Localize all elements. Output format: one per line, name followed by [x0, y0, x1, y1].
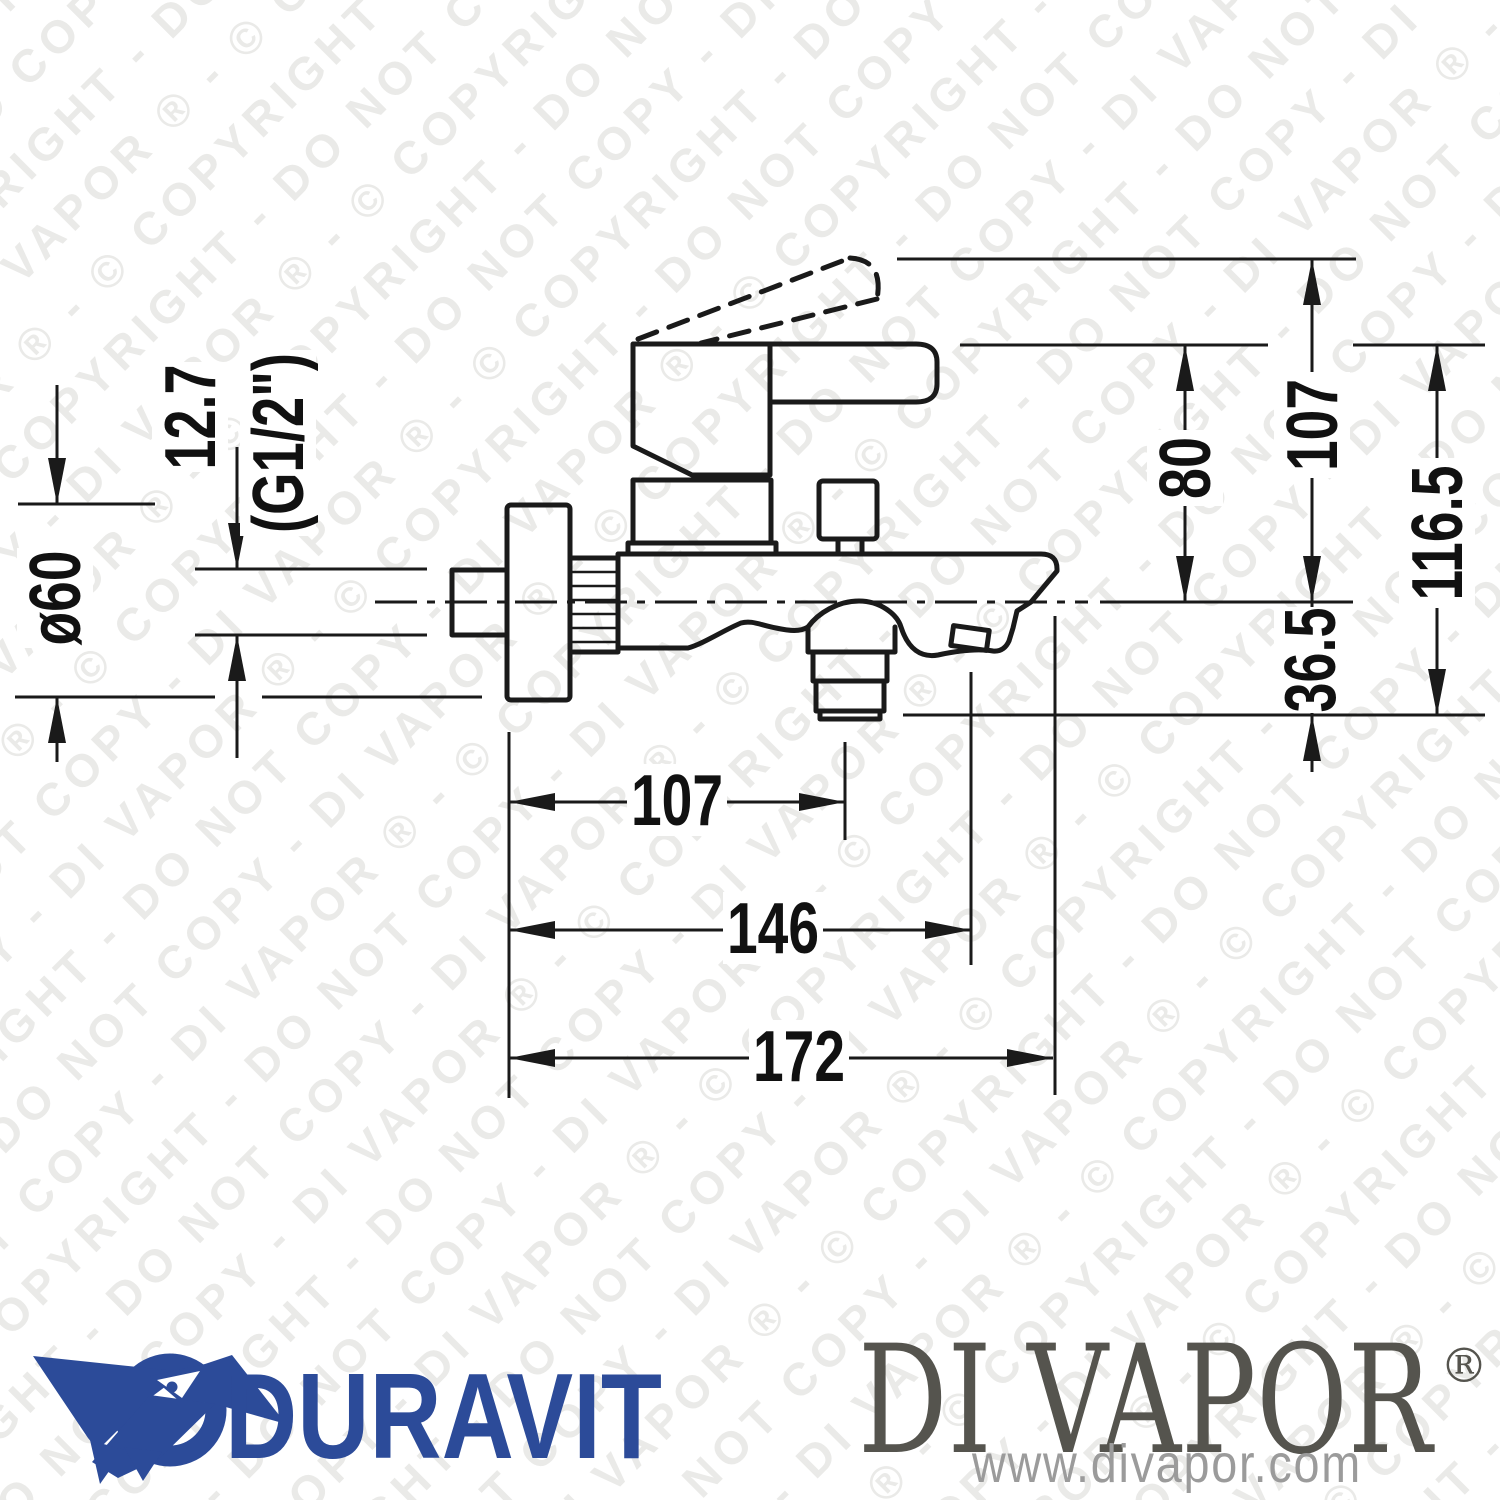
faucet-body [615, 551, 1060, 659]
divapor-wordmark: DI VAPOR [858, 1314, 1435, 1488]
dimension-labels: 107 80 116.5 36.5 ø60 12.7 (G1/2") 107 1… [16, 350, 1478, 1097]
dim-label-107-vertical: 107 [1273, 379, 1353, 471]
dim-label-172: 172 [753, 1017, 845, 1097]
duravit-logo: DURAVIT [33, 1348, 662, 1484]
dimension-lines [48, 259, 1446, 1067]
bird-eye-dot [166, 1381, 178, 1393]
faucet-handle [630, 341, 940, 478]
handle-raised-dashed [635, 255, 881, 346]
dim-label-116-5: 116.5 [1398, 466, 1478, 601]
bath-mixer-drawing [375, 255, 1088, 722]
dim-label-12-7: 12.7 [151, 365, 231, 470]
dim-label-g12: (G1/2") [239, 353, 319, 533]
threaded-connector [567, 555, 621, 655]
spout-outlet [805, 624, 898, 722]
cartridge-collar [625, 477, 779, 557]
dim-label-107-horizontal: 107 [631, 761, 723, 841]
dim-label-146: 146 [727, 889, 819, 969]
divapor-url: www.divapor.com [971, 1434, 1362, 1494]
extension-lines [15, 257, 1485, 1098]
divapor-logo: DI VAPOR ® www.divapor.com [858, 1314, 1488, 1494]
dim-label-36-5: 36.5 [1271, 608, 1351, 713]
divapor-registered-mark: ® [1440, 1338, 1488, 1394]
shower-hose-connector [948, 623, 992, 653]
dim-label-80: 80 [1146, 437, 1226, 499]
diverter-knob [816, 478, 880, 557]
duravit-bird-icon [33, 1353, 286, 1484]
duravit-wordmark: DURAVIT [225, 1348, 662, 1484]
dim-label-d60: ø60 [16, 551, 96, 646]
